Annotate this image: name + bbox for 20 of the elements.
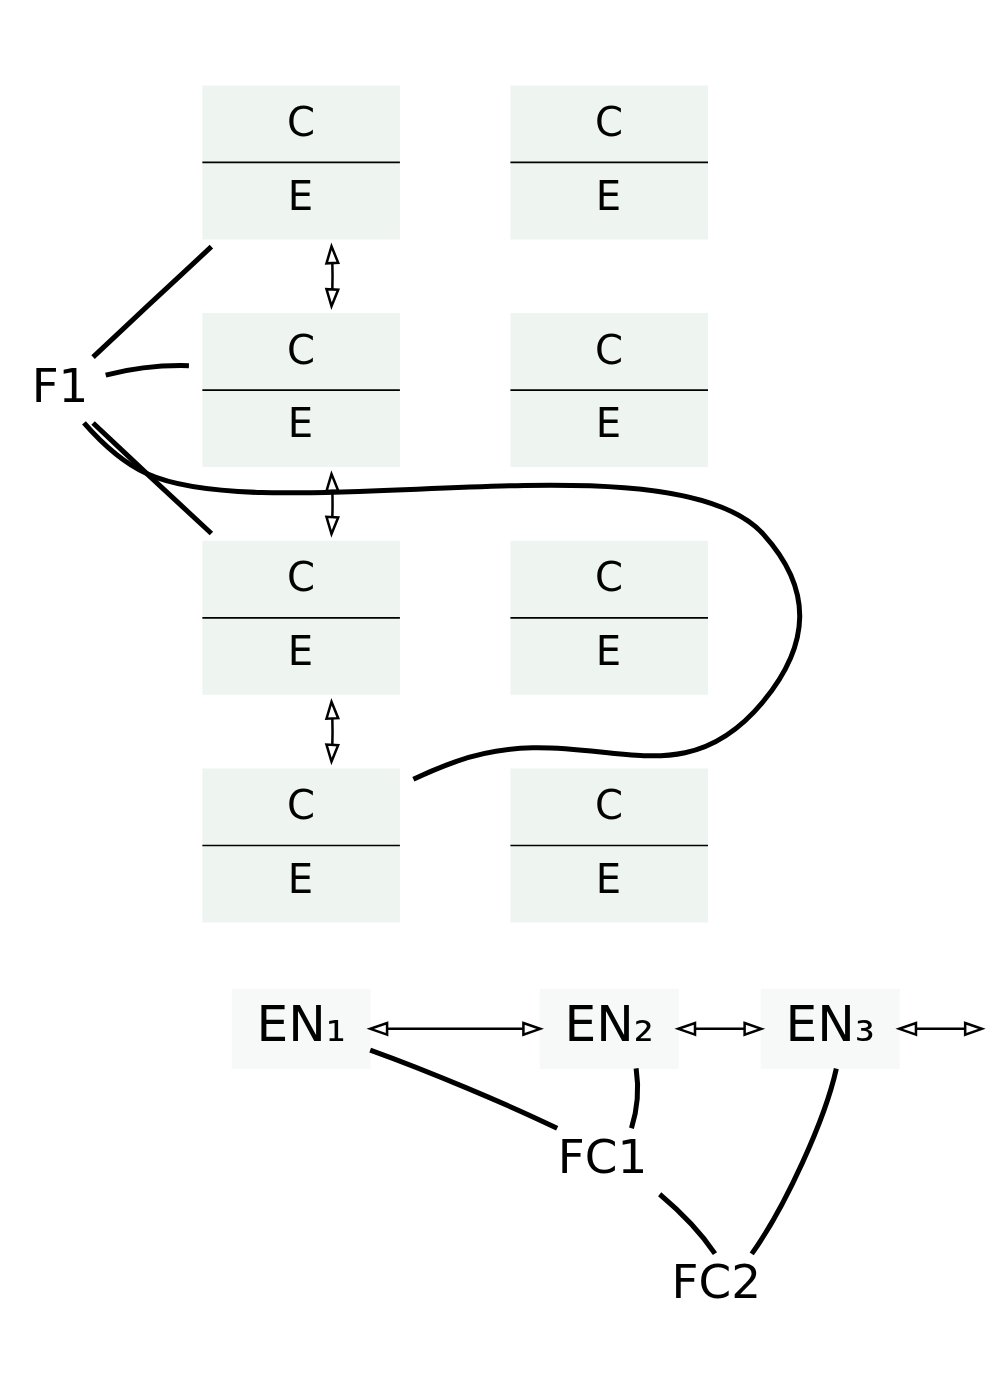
connector <box>91 421 214 536</box>
node-box: EN₃ <box>760 988 900 1069</box>
connector <box>629 1068 640 1129</box>
connector <box>369 1047 559 1131</box>
connector <box>749 1068 839 1256</box>
arrow <box>324 242 340 310</box>
arrow <box>895 1021 986 1037</box>
node-text: FC2 <box>671 1254 762 1310</box>
connector <box>82 421 803 782</box>
connector <box>105 363 189 378</box>
arrow <box>324 470 340 538</box>
arrow <box>324 697 340 766</box>
arrow <box>674 1021 766 1037</box>
node-text: F1 <box>31 357 89 413</box>
connector <box>91 244 214 359</box>
connector <box>658 1192 718 1256</box>
arrow <box>366 1021 544 1037</box>
node-text: FC1 <box>557 1128 648 1184</box>
node-box: EN₂ <box>539 988 679 1069</box>
node-box: EN₁ <box>231 988 371 1069</box>
